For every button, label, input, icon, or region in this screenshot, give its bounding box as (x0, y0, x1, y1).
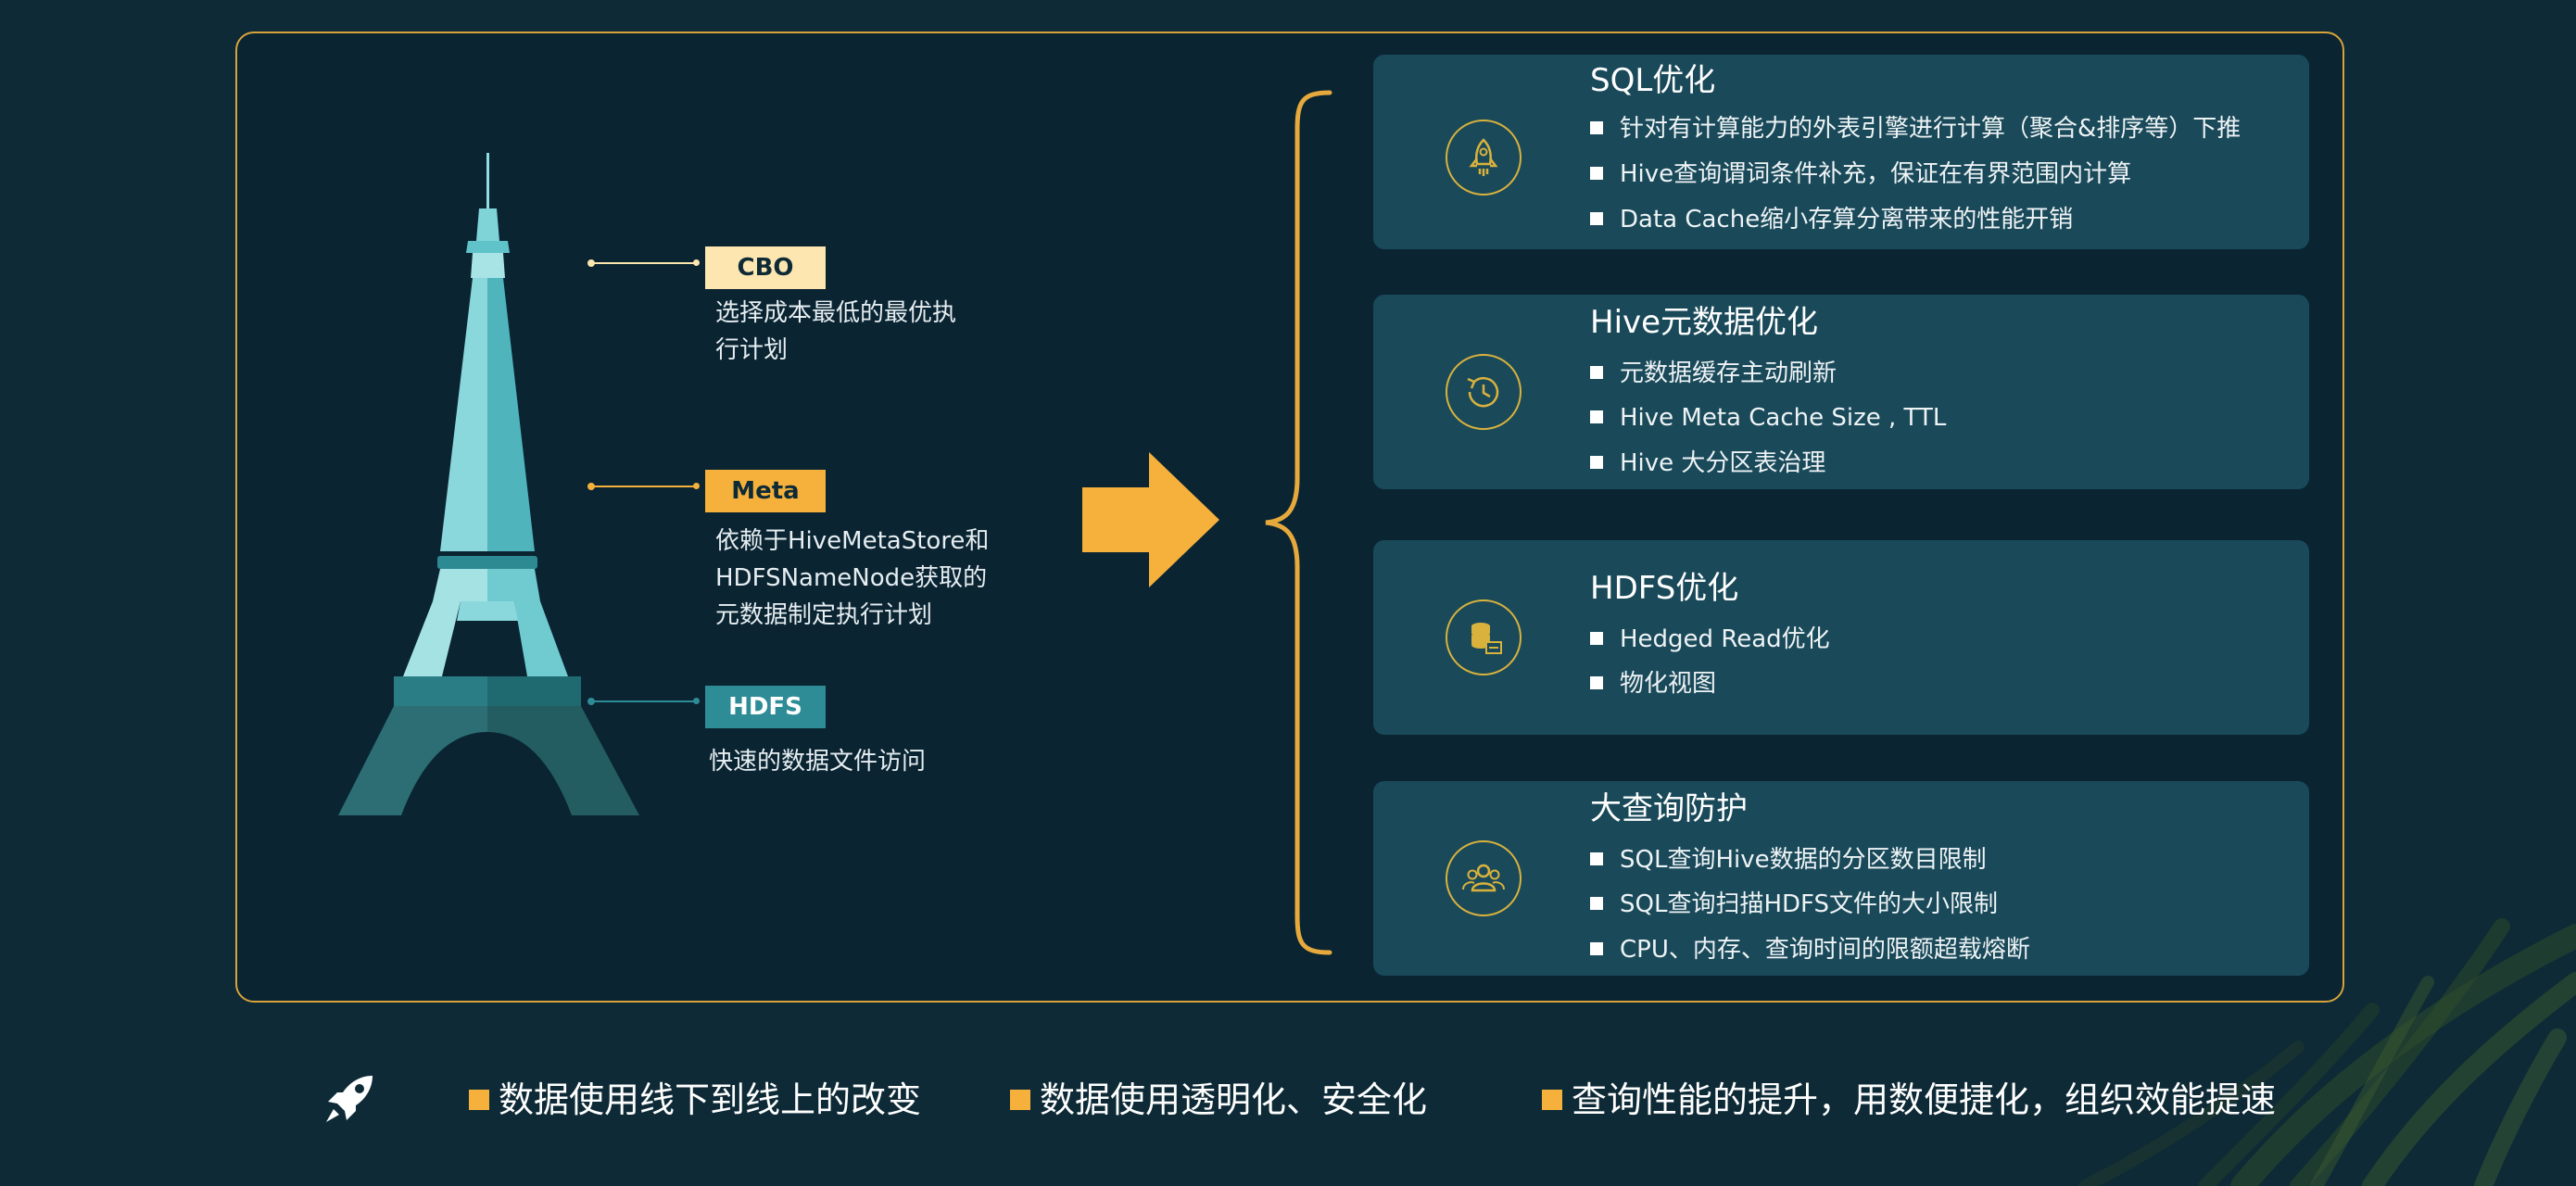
rocket-icon (1446, 120, 1522, 196)
bullet-square (1590, 852, 1603, 865)
meta-description: 依赖于HiveMetaStore和 HDFSNameNode获取的 元数据制定执… (715, 523, 989, 634)
card-hdfs-optimization: HDFS优化 Hedged Read优化 物化视图 (1373, 540, 2309, 735)
meta-description-line: 元数据制定执行计划 (715, 601, 933, 629)
history-clock-icon (1446, 354, 1522, 430)
cbo-description-line: 选择成本最低的最优执 (715, 299, 957, 327)
hdfs-connector-end (693, 698, 700, 704)
card-title: HDFS优化 (1590, 570, 1739, 607)
card-title: SQL优化 (1590, 62, 1716, 99)
hdfs-description-line: 快速的数据文件访问 (709, 748, 927, 776)
card-item: 针对有计算能力的外表引擎进行计算（聚合&排序等）下推 (1590, 113, 2241, 145)
card-item: Hive 大分区表治理 (1590, 448, 1825, 479)
meta-description-line: 依赖于HiveMetaStore和 (715, 527, 990, 555)
footer-item-text: 数据使用透明化、安全化 (1040, 1079, 1428, 1120)
bullet-square (1590, 212, 1603, 225)
curly-brace (1265, 90, 1332, 955)
bullet-square (1010, 1090, 1030, 1110)
bullet-square (1590, 167, 1603, 180)
cbo-tag: CBO (705, 246, 826, 289)
card-item-text: Hive查询谓词条件补充，保证在有界范围内计算 (1620, 160, 2132, 188)
card-item: SQL查询扫描HDFS文件的大小限制 (1590, 889, 1998, 920)
meta-description-line: HDFSNameNode获取的 (715, 564, 988, 592)
bullet-square (1590, 410, 1603, 423)
right-arrow-icon (1082, 452, 1219, 587)
hdfs-connector-line (593, 700, 697, 702)
card-item: Hedged Read优化 (1590, 624, 1830, 655)
card-item: Data Cache缩小存算分离带来的性能开销 (1590, 204, 2073, 235)
card-item-text: Hive Meta Cache Size , TTL (1620, 404, 1947, 432)
footer-item: 数据使用透明化、安全化 (1010, 1079, 1427, 1121)
rocket-icon (326, 1076, 373, 1122)
card-sql-optimization: SQL优化 针对有计算能力的外表引擎进行计算（聚合&排序等）下推 Hive查询谓… (1373, 55, 2309, 249)
card-item: Hive查询谓词条件补充，保证在有界范围内计算 (1590, 158, 2131, 190)
users-icon (1446, 840, 1522, 916)
card-title: 大查询防护 (1590, 790, 1748, 827)
footer-item: 数据使用线下到线上的改变 (469, 1079, 921, 1121)
cbo-connector-line (593, 262, 697, 264)
footer-item-text: 查询性能的提升，用数便捷化，组织效能提速 (1572, 1079, 2277, 1120)
bullet-square (1590, 897, 1603, 910)
bullet-square (469, 1090, 489, 1110)
card-item-text: SQL查询Hive数据的分区数目限制 (1620, 846, 1987, 874)
cbo-connector-end (693, 259, 700, 266)
card-item: 物化视图 (1590, 668, 1716, 700)
card-item-text: Hive 大分区表治理 (1620, 449, 1826, 477)
bullet-square (1590, 632, 1603, 645)
card-item: CPU、内存、查询时间的限额超载熔断 (1590, 934, 2030, 965)
cbo-description: 选择成本最低的最优执 行计划 (715, 295, 956, 369)
hdfs-tag: HDFS (705, 686, 826, 728)
card-item-text: 元数据缓存主动刷新 (1620, 360, 1837, 387)
database-icon (1446, 599, 1522, 675)
card-item-text: SQL查询扫描HDFS文件的大小限制 (1620, 890, 1999, 918)
card-item: SQL查询Hive数据的分区数目限制 (1590, 844, 1987, 876)
bullet-square (1590, 942, 1603, 955)
card-item-text: Data Cache缩小存算分离带来的性能开销 (1620, 206, 2074, 233)
card-item-text: 物化视图 (1620, 670, 1717, 698)
bullet-square (1590, 676, 1603, 689)
hdfs-connector-dot (587, 698, 595, 705)
card-large-query-protection: 大查询防护 SQL查询Hive数据的分区数目限制 SQL查询扫描HDFS文件的大… (1373, 781, 2309, 976)
meta-connector-end (693, 483, 700, 489)
card-item: Hive Meta Cache Size , TTL (1590, 402, 1946, 434)
bullet-square (1542, 1090, 1562, 1110)
cbo-connector-dot (587, 259, 595, 267)
meta-tag: Meta (705, 470, 826, 512)
card-item-text: CPU、内存、查询时间的限额超载熔断 (1620, 936, 2030, 964)
footer-item-text: 数据使用线下到线上的改变 (499, 1079, 922, 1120)
card-hive-metadata-optimization: Hive元数据优化 元数据缓存主动刷新 Hive Meta Cache Size… (1373, 295, 2309, 489)
card-item-text: Hedged Read优化 (1620, 625, 1830, 653)
cbo-description-line: 行计划 (715, 336, 789, 364)
meta-connector-line (593, 486, 697, 487)
bullet-square (1590, 456, 1603, 469)
eiffel-tower-illustration (338, 153, 639, 815)
card-item: 元数据缓存主动刷新 (1590, 358, 1837, 389)
bullet-square (1590, 366, 1603, 379)
footer-item: 查询性能的提升，用数便捷化，组织效能提速 (1542, 1079, 2276, 1121)
bullet-square (1590, 121, 1603, 134)
meta-connector-dot (587, 483, 595, 490)
hdfs-description: 快速的数据文件访问 (709, 743, 926, 780)
card-title: Hive元数据优化 (1590, 304, 1819, 341)
card-item-text: 针对有计算能力的外表引擎进行计算（聚合&排序等）下推 (1620, 115, 2241, 143)
